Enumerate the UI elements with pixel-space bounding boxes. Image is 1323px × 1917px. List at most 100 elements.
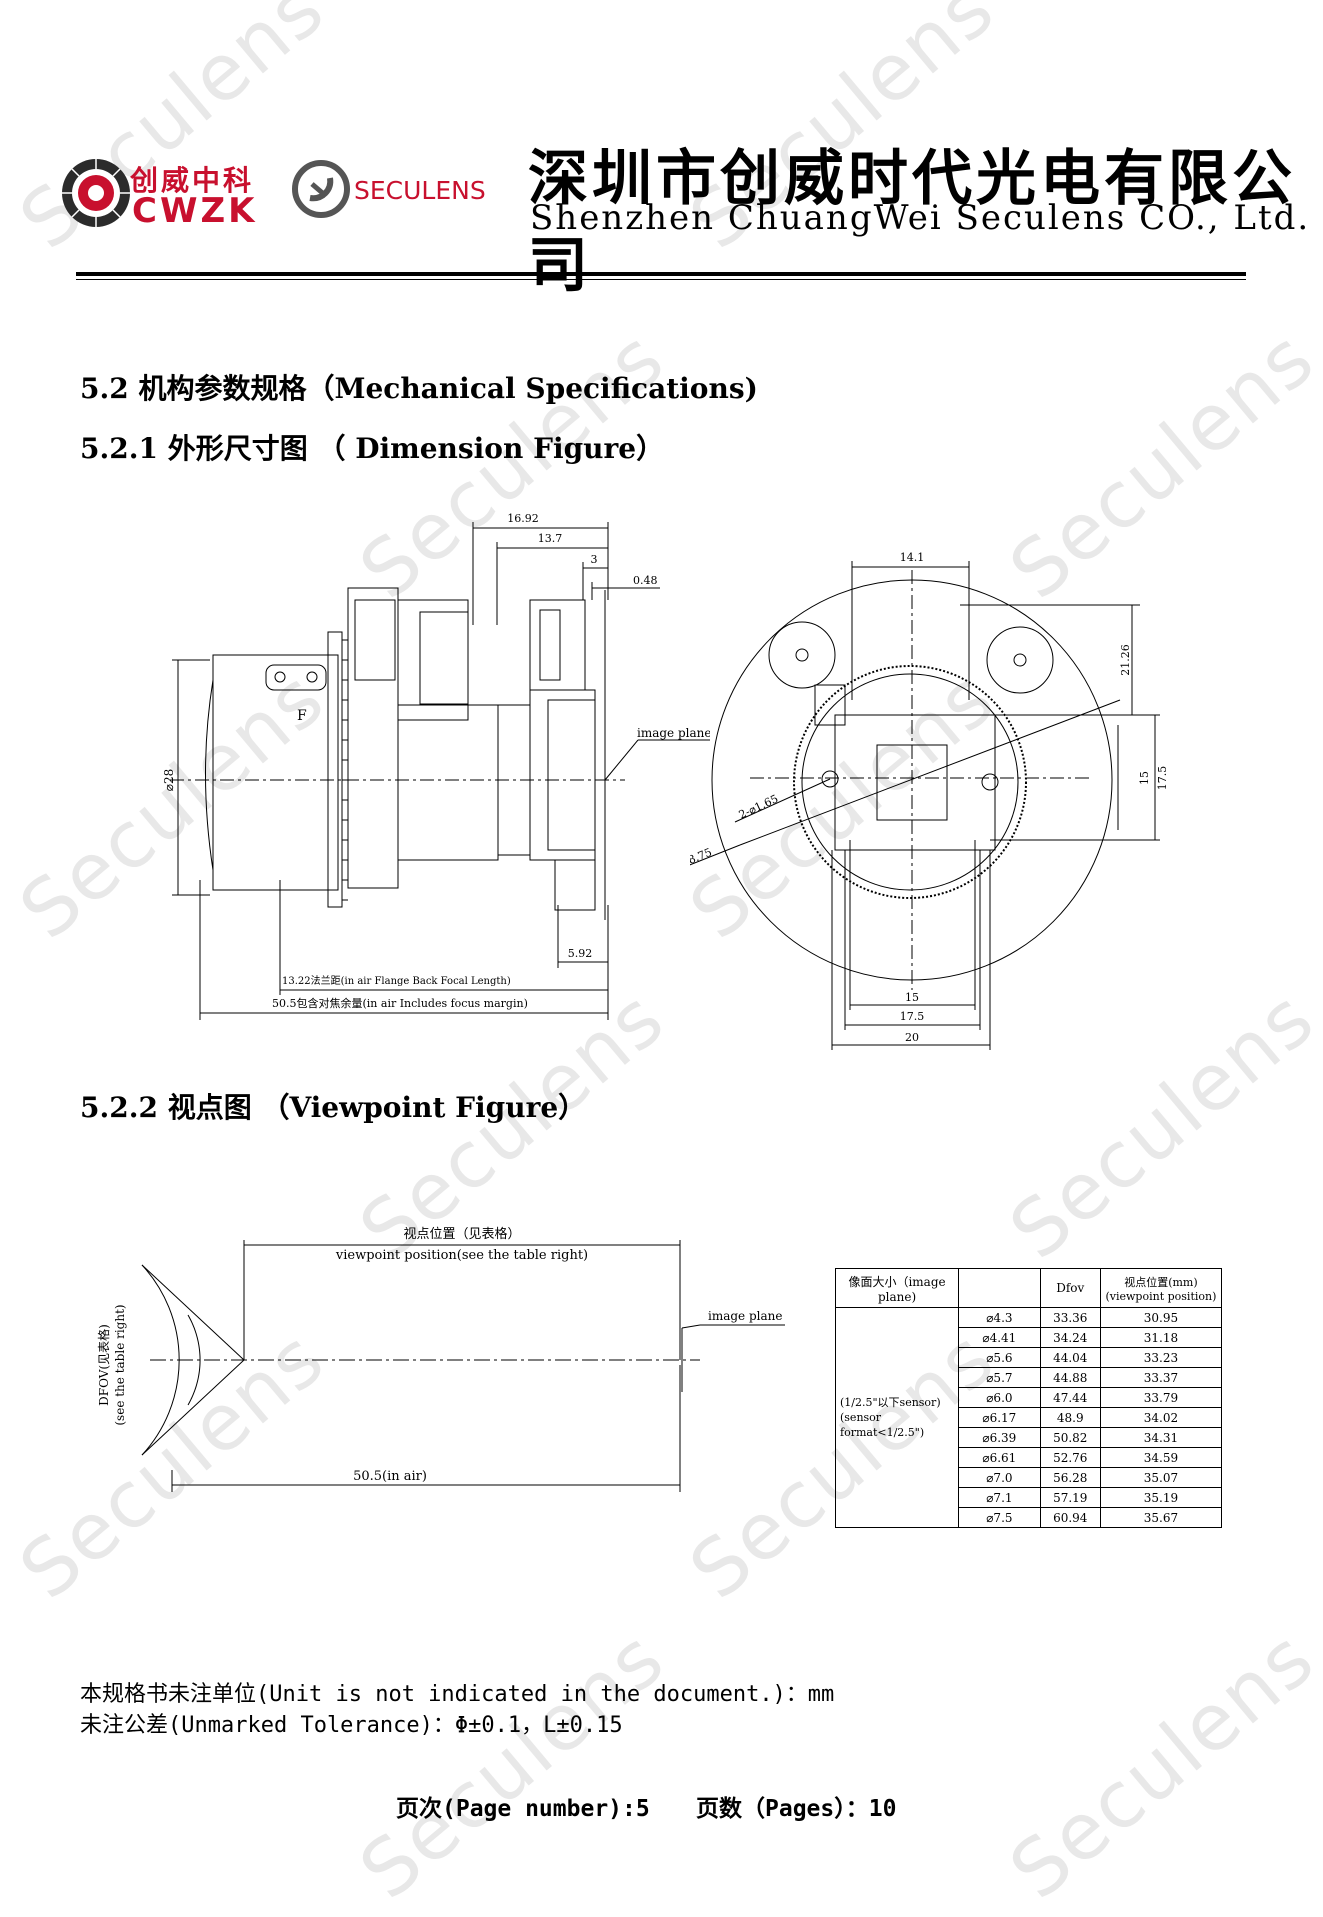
sensor-format-line: (sensor [840,1411,882,1424]
cwzk-emblem-icon [62,159,130,227]
dimension-side-view: 16.92 13.7 3 0.48 ⌀28 F image plane 5.92… [162,512,710,1020]
dim-phi-48-75: ⌀48.75 [690,846,714,872]
sensor-format-cell: (1/2.5"以下sensor) (sensor format<1/2.5") [834,1307,960,1528]
dim-0-48: 0.48 [633,574,658,587]
viewpoint-cell: 30.95 [1099,1307,1223,1328]
image-plane-label: image plane [637,726,710,740]
viewpoint-cell: 34.31 [1099,1427,1223,1448]
dim-20: 20 [905,1031,919,1044]
dim-21-26: 21.26 [1119,644,1132,676]
section-dimension-heading: 5.2.1 外形尺寸图 （ Dimension Figure） [80,432,665,465]
company-name-cn: 深圳市创威时代光电有限公司 [528,144,1296,301]
focus-mark-f: F [297,708,307,724]
viewpoint-cell: 35.19 [1099,1487,1223,1508]
viewpoint-cell: 33.79 [1099,1387,1223,1408]
table-header-row: 像面大小（image plane) Dfov 视点位置(mm) (viewpoi… [834,1268,1223,1308]
image-plane-cell: ⌀7.0 [958,1467,1041,1488]
dfov-cell: 52.76 [1039,1447,1101,1468]
flange-label: 13.22法兰距(in air Flange Back Focal Length… [282,974,511,987]
dfov-cell: 47.44 [1039,1387,1101,1408]
dfov-cell: 57.19 [1039,1487,1101,1508]
viewpoint-cell: 31.18 [1099,1327,1223,1348]
total-pages: 页数（Pages）：10 [696,1796,897,1822]
viewpoint-position-cn: 视点位置（见表格） [403,1226,520,1242]
dim-5-92: 5.92 [568,947,593,960]
dfov-cell: 48.9 [1039,1407,1101,1428]
seculens-logo: SECULENS [292,160,512,224]
header-rule-thin [76,279,1246,280]
header-rule [76,272,1246,276]
viewpoint-cell: 35.67 [1099,1507,1223,1528]
logo-cn: 创威中科 [130,164,255,197]
dim-14-1: 14.1 [900,551,925,564]
section-mechanical-heading: 5.2 机构参数规格（Mechanical Specifications) [80,372,758,405]
section-viewpoint-heading: 5.2.2 视点图 （Viewpoint Figure） [80,1091,587,1124]
image-plane-cell: ⌀4.41 [958,1327,1041,1348]
watermark: Seculens [993,1613,1323,1917]
header-viewpoint-cn: 视点位置(mm) [1124,1275,1198,1289]
dfov-cell: 50.82 [1039,1427,1101,1448]
image-plane-cell: ⌀5.6 [958,1347,1041,1368]
dfov-en: (see the table right) [113,1304,127,1425]
tolerance-note: 未注公差(Unmarked Tolerance)：Φ±0.1，L±0.15 [80,1713,623,1738]
header-viewpoint-en: (viewpoint position) [1105,1289,1217,1303]
sensor-format-line: format<1/2.5") [840,1426,925,1439]
image-plane-cell: ⌀7.1 [958,1487,1041,1508]
unit-note: 本规格书未注单位(Unit is not indicated in the do… [80,1682,835,1707]
image-plane-cell: ⌀4.3 [958,1307,1041,1328]
viewpoint-cell: 34.59 [1099,1447,1223,1468]
dfov-cell: 44.88 [1039,1367,1101,1388]
in-air-label: 50.5(in air) [353,1469,427,1484]
sensor-format-line: (1/2.5"以下sensor) [840,1396,941,1409]
image-plane-cell: ⌀6.0 [958,1387,1041,1408]
image-plane-label-viewpoint: image plane [708,1309,782,1323]
table-row: (1/2.5"以下sensor) (sensor format<1/2.5") ⌀4.… [834,1307,1223,1528]
header-image-plane: 像面大小（image plane) [834,1268,960,1308]
dfov-cell: 34.24 [1039,1327,1101,1348]
dimension-front-view: 14.1 21.26 15 17.5 2-⌀1.65 ⌀48.75 15 17.… [690,551,1169,1050]
company-name-en: Shenzhen ChuangWei Seculens CO., Ltd. [530,198,1311,238]
page-number: 页次(Page number):5 [396,1796,650,1822]
viewpoint-cell: 33.23 [1099,1347,1223,1368]
dfov-cell: 33.36 [1039,1307,1101,1328]
viewpoint-table: 像面大小（image plane) Dfov 视点位置(mm) (viewpoi… [834,1268,1223,1528]
dim-3: 3 [591,553,598,566]
logo-en: CWZK [132,191,258,231]
watermark: Seculens [343,1613,682,1917]
viewpoint-cell: 34.02 [1099,1407,1223,1428]
dfov-cell: 60.94 [1039,1507,1101,1528]
cwzk-logo: 创威中科 CWZK [60,157,282,231]
dim-16-92: 16.92 [507,512,539,525]
dfov-cn: DFOV(见表格) [96,1324,111,1406]
seculens-text: SECULENS [354,176,486,205]
dim-13-7: 13.7 [538,532,563,545]
image-plane-cell: ⌀6.61 [958,1447,1041,1468]
viewpoint-position-en: viewpoint position(see the table right) [335,1248,588,1263]
dfov-cell: 56.28 [1039,1467,1101,1488]
focus-margin-label: 50.5包含对焦余量(in air Includes focus margin) [272,996,528,1010]
image-plane-cell: ⌀6.39 [958,1427,1041,1448]
dim-15-vertical: 15 [1138,771,1151,785]
image-plane-cell: ⌀7.5 [958,1507,1041,1528]
header-viewpoint-position: 视点位置(mm) (viewpoint position) [1099,1268,1223,1308]
viewpoint-figure: 视点位置（见表格） viewpoint position(see the tab… [96,1226,785,1492]
seculens-emblem-icon [292,160,350,218]
dim-17-5-vertical: 17.5 [1156,766,1169,791]
dfov-cell: 44.04 [1039,1347,1101,1368]
dim-15-horizontal: 15 [905,991,919,1004]
dim-phi-28: ⌀28 [162,769,176,792]
viewpoint-cell: 35.07 [1099,1467,1223,1488]
header-dfov: Dfov [1039,1268,1101,1308]
dim-17-5-horizontal: 17.5 [900,1010,925,1023]
viewpoint-cell: 33.37 [1099,1367,1223,1388]
dim-hole: 2-⌀1.65 [737,792,780,821]
image-plane-cell: ⌀5.7 [958,1367,1041,1388]
image-plane-cell: ⌀6.17 [958,1407,1041,1428]
